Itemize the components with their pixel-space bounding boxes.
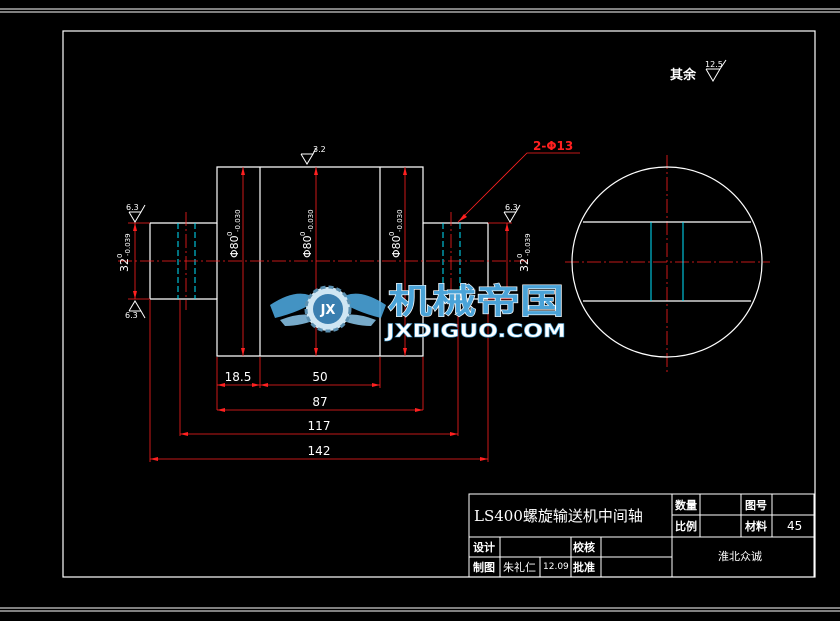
dimension-arrows xyxy=(133,167,509,461)
approve-label: 批准 xyxy=(573,561,595,574)
dia-left-tol: -0.039 xyxy=(124,233,132,256)
dia-80-b-tol: -0.030 xyxy=(307,209,315,232)
dimension-lines xyxy=(128,152,580,462)
draw-date: 12.09 xyxy=(543,562,569,572)
section-hidden xyxy=(650,222,684,301)
scale-label: 比例 xyxy=(675,520,697,533)
watermark-brand-cn: 机械帝国 xyxy=(388,282,564,322)
part-name: LS400螺旋输送机中间轴 xyxy=(474,507,643,525)
dia-80-a: Φ80 xyxy=(228,235,241,258)
check-label: 校核 xyxy=(573,541,595,554)
roughness-center: 3.2 xyxy=(313,145,326,154)
dia-80-a-tol: -0.030 xyxy=(234,209,242,232)
material-value: 45 xyxy=(787,519,803,533)
dia-80-c-upper: 0 xyxy=(388,232,396,236)
roughness-left-top: 6.3 xyxy=(126,203,139,212)
draw-label: 制图 xyxy=(473,561,495,574)
roughness-left-bottom: 6.3 xyxy=(125,311,138,320)
dia-right-tol: -0.039 xyxy=(524,233,532,256)
section-view xyxy=(571,166,763,358)
drafter-name: 朱礼仁 xyxy=(503,561,536,574)
dia-80-c: Φ80 xyxy=(390,235,403,258)
centerlines xyxy=(118,155,770,372)
holes-callout: 2-Φ13 xyxy=(533,139,573,153)
dim-50: 50 xyxy=(312,370,327,384)
dia-right-upper: 0 xyxy=(516,254,524,258)
dim-18-5: 18.5 xyxy=(225,370,252,384)
dia-80-b: Φ80 xyxy=(301,235,314,258)
dim-87: 87 xyxy=(312,395,327,409)
title-block-grid xyxy=(468,493,815,578)
drawing-border xyxy=(62,30,816,578)
dia-80-a-upper: 0 xyxy=(226,232,234,236)
drawing-no-label: 图号 xyxy=(745,499,767,512)
dia-80-c-tol: -0.030 xyxy=(396,209,404,232)
company-name: 淮北众诚 xyxy=(718,550,762,563)
watermark-logo-letters: JX xyxy=(320,303,336,318)
watermark-logo: JX xyxy=(270,285,386,333)
roughness-default-label: 其余 xyxy=(670,67,697,83)
design-label: 设计 xyxy=(473,541,495,554)
dia-right-label: 32 xyxy=(518,258,531,272)
dia-80-b-upper: 0 xyxy=(299,232,307,236)
roughness-symbols xyxy=(128,59,727,319)
dia-left-upper: 0 xyxy=(116,254,124,258)
dim-142: 142 xyxy=(308,444,331,458)
roughness-default-value: 12.5 xyxy=(705,60,723,69)
outer-frame xyxy=(0,8,840,612)
roughness-right-top: 6.3 xyxy=(505,203,518,212)
quantity-label: 数量 xyxy=(675,499,697,512)
material-label: 材料 xyxy=(745,520,767,533)
watermark-brand-url: JXDIGUO.COM xyxy=(384,320,566,342)
dia-left-label: 32 xyxy=(118,258,131,272)
shaft-outline xyxy=(149,166,489,357)
dim-117: 117 xyxy=(308,419,331,433)
